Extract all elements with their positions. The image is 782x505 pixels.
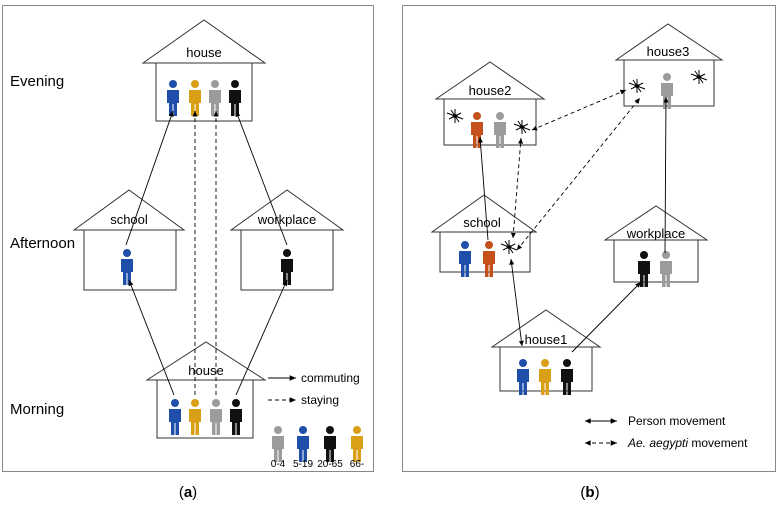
legend-age-0-4: 0-4 bbox=[271, 459, 286, 470]
aegypti-movement-arrow bbox=[531, 89, 627, 131]
commute-arrow bbox=[125, 110, 174, 246]
legend-commuting-label: commuting bbox=[301, 371, 360, 385]
building-label-house2: house2 bbox=[469, 83, 512, 98]
house2-building bbox=[434, 61, 546, 146]
time-label-evening: Evening bbox=[10, 73, 64, 90]
caption-b-letter: b bbox=[585, 484, 594, 501]
legend-person-movement-label: Person movement bbox=[628, 414, 726, 428]
commute-arrow bbox=[128, 279, 175, 396]
legend-aegypti-suffix: movement bbox=[688, 436, 748, 450]
person-movement-arrow bbox=[571, 281, 642, 353]
legend-age-66: 66- bbox=[350, 459, 364, 470]
building-label-house3: house3 bbox=[647, 44, 690, 59]
aegypti-movement-arrow bbox=[516, 97, 641, 251]
person-movement-arrow bbox=[509, 258, 524, 347]
house-building-top bbox=[141, 19, 267, 122]
workplace-building bbox=[229, 189, 345, 291]
workplace-building-b bbox=[603, 205, 709, 283]
building-label-school-b: school bbox=[463, 215, 501, 230]
time-label-morning: Morning bbox=[10, 401, 64, 418]
commute-arrow bbox=[235, 279, 288, 396]
panel-a bbox=[2, 5, 374, 472]
legend-person-20-65-icon bbox=[324, 426, 336, 462]
person-movement-arrow bbox=[663, 96, 669, 254]
building-label-house-top: house bbox=[186, 45, 221, 60]
legend-person-5-19-icon bbox=[297, 426, 309, 462]
caption-a-letter: a bbox=[184, 484, 193, 501]
building-label-house1: house1 bbox=[525, 332, 568, 347]
person-movement-arrow bbox=[477, 136, 489, 241]
building-label-workplace: workplace bbox=[257, 212, 317, 227]
legend-age-20-65: 20-65 bbox=[317, 459, 343, 470]
building-label-house-bottom: house bbox=[188, 363, 223, 378]
legend-staying-label: staying bbox=[301, 393, 339, 407]
building-label-workplace-b: workplace bbox=[626, 226, 686, 241]
legend-aegypti-movement-label: Ae. aegypti movement bbox=[627, 436, 748, 450]
panel-b bbox=[402, 5, 776, 472]
legend-person-66-icon bbox=[351, 426, 363, 462]
legend-age-5-19: 5-19 bbox=[293, 459, 313, 470]
caption-a: (a) bbox=[179, 484, 197, 501]
legend-aegypti-species: Ae. aegypti bbox=[627, 436, 688, 450]
caption-b: (b) bbox=[580, 484, 599, 501]
legend-person-0-4-icon bbox=[272, 426, 284, 462]
time-label-afternoon: Afternoon bbox=[10, 235, 75, 252]
commute-arrow bbox=[235, 110, 288, 246]
building-label-school: school bbox=[110, 212, 148, 227]
house-building-bottom bbox=[145, 341, 267, 439]
